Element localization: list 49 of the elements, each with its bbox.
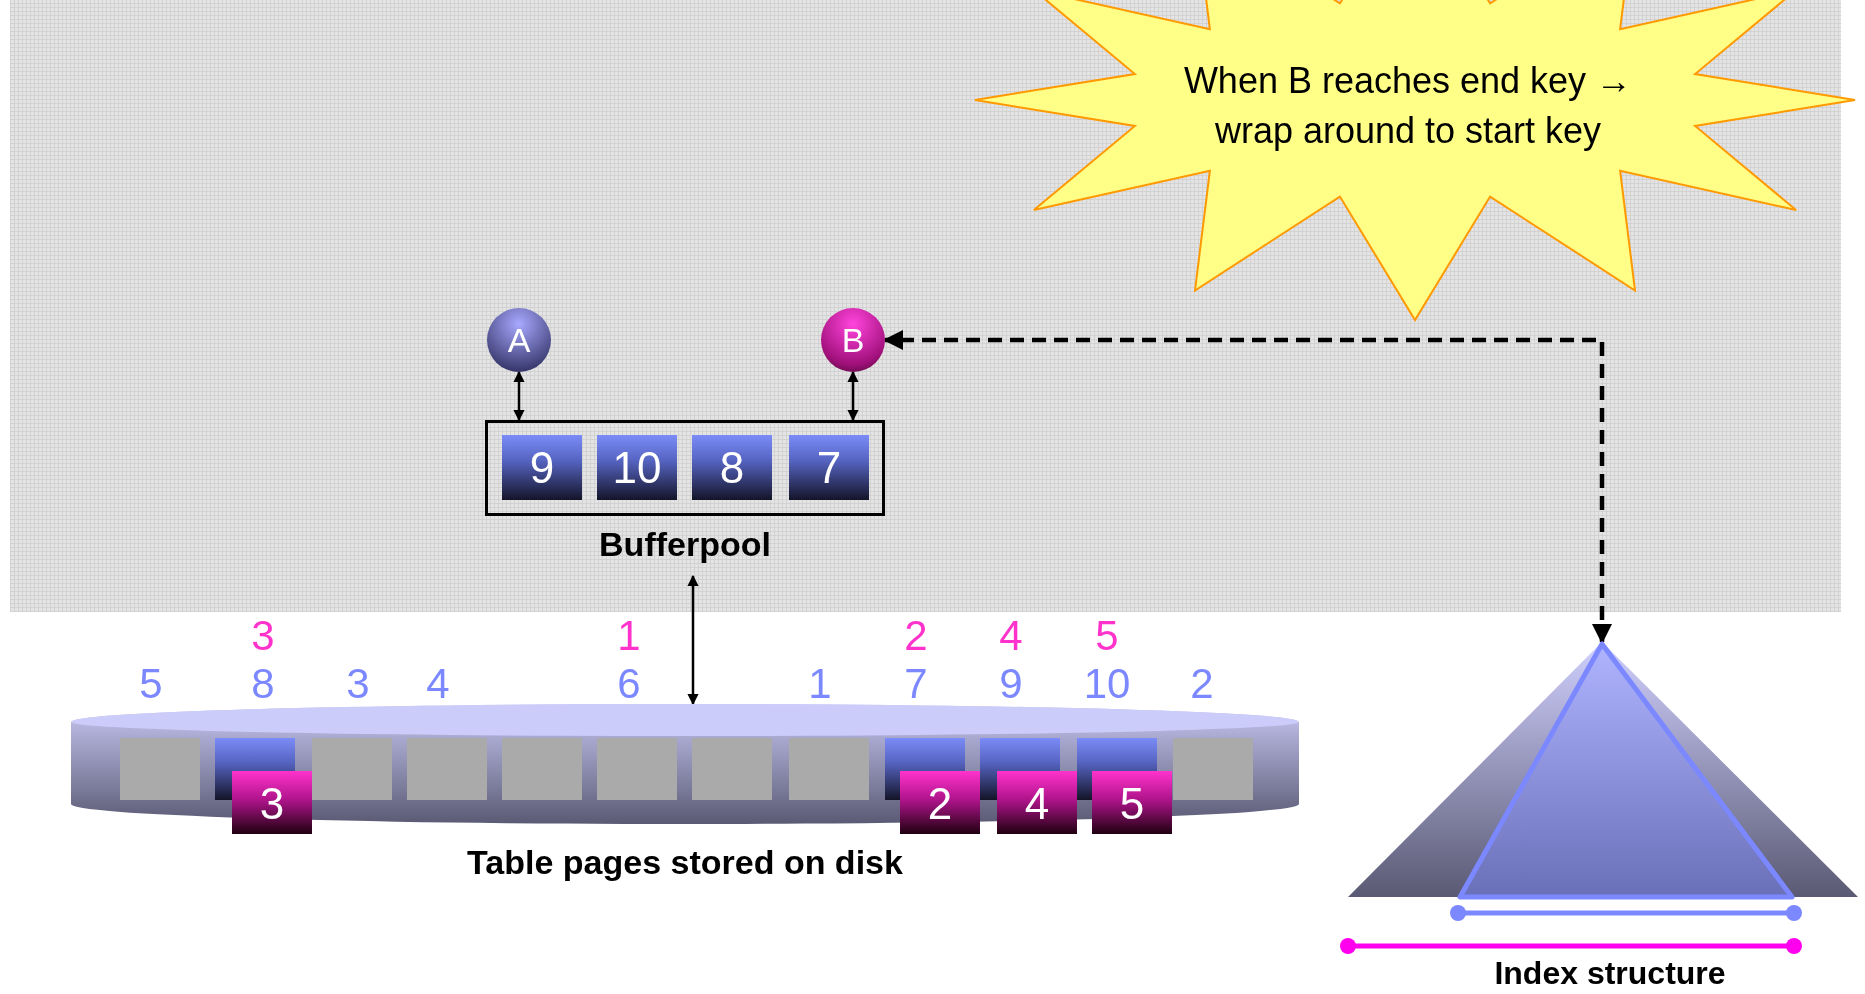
page-number-label: 3 xyxy=(251,612,275,660)
callout-text: When B reaches end key → wrap around to start key xyxy=(1182,59,1634,153)
page-number-label: 3 xyxy=(346,660,370,708)
page-box xyxy=(789,435,869,500)
page-number-label: 2 xyxy=(1190,660,1214,708)
circle-label: B xyxy=(840,320,866,360)
disk-page-slot xyxy=(597,738,677,800)
page-box xyxy=(597,435,677,500)
page-number: 10 xyxy=(611,443,663,493)
page-number: 9 xyxy=(528,443,556,493)
page-number-label: 9 xyxy=(999,660,1023,708)
page-number: 2 xyxy=(926,779,954,829)
page-number-label: 8 xyxy=(251,660,275,708)
arrow xyxy=(513,370,525,422)
disk-page-slot xyxy=(692,738,772,800)
page-number-label: 4 xyxy=(426,660,450,708)
page-number-label: 1 xyxy=(808,660,832,708)
page-box xyxy=(502,435,582,500)
arrow xyxy=(847,370,859,422)
page-number: 3 xyxy=(258,779,286,829)
circle-label: A xyxy=(506,320,532,360)
node-label: Table pages stored on disk xyxy=(466,842,904,883)
page-number-label: 1 xyxy=(617,612,641,660)
arrow xyxy=(883,329,1613,645)
page-box xyxy=(232,771,312,834)
node-label: Index structure xyxy=(1493,954,1727,992)
page-number-label: 5 xyxy=(139,660,163,708)
page-box xyxy=(1092,771,1172,834)
arrow xyxy=(687,574,699,706)
node-label: Bufferpool xyxy=(598,524,772,564)
page-box xyxy=(900,771,980,834)
page-number-label: 6 xyxy=(617,660,641,708)
page-number-label: 4 xyxy=(999,612,1023,660)
page-number-label: 5 xyxy=(1095,612,1119,660)
page-box xyxy=(997,771,1077,834)
page-number-label: 7 xyxy=(904,660,928,708)
page-number: 4 xyxy=(1023,779,1051,829)
page-box xyxy=(692,435,772,500)
disk-page-slot xyxy=(789,738,869,800)
disk-page-slot xyxy=(502,738,582,800)
page-number: 8 xyxy=(718,443,746,493)
disk-page-slot xyxy=(312,738,392,800)
page-number: 5 xyxy=(1118,779,1146,829)
page-number-label: 2 xyxy=(904,612,928,660)
page-number-label: 10 xyxy=(1083,660,1131,708)
disk-page-slot xyxy=(120,738,200,800)
page-number: 7 xyxy=(815,443,843,493)
disk-page-slot xyxy=(407,738,487,800)
disk-page-slot xyxy=(1173,738,1253,800)
